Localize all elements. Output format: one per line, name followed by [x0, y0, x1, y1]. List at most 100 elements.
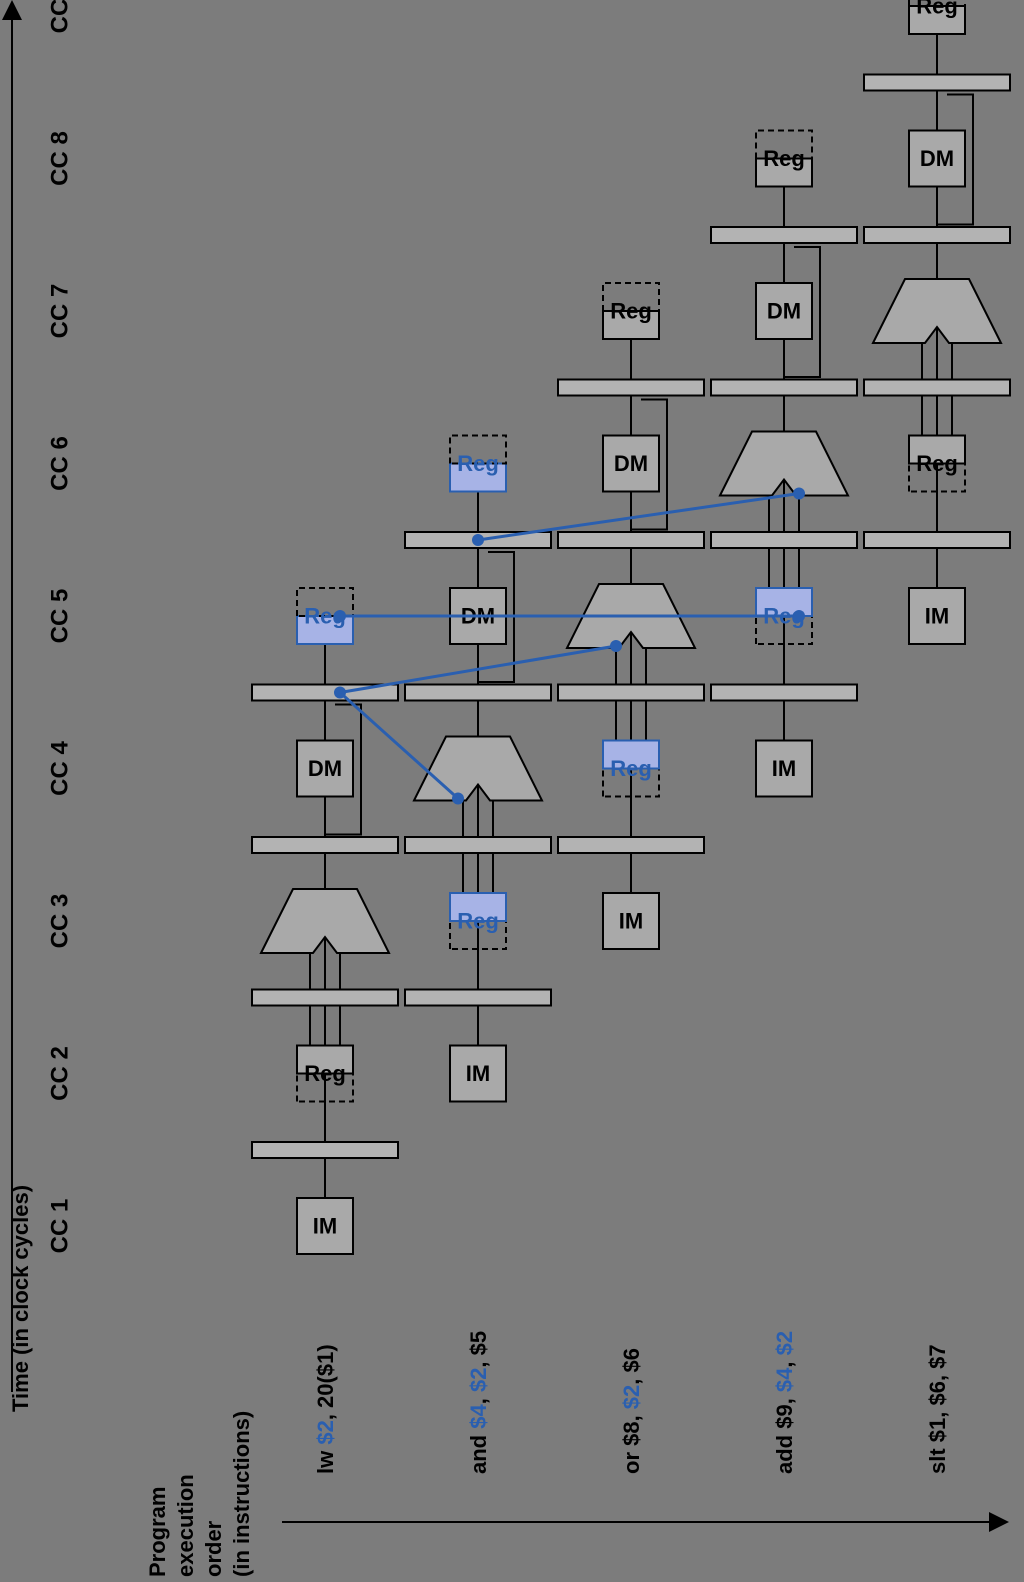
pipeline-register-1 — [251, 1141, 399, 1159]
register-highlight: $2 — [619, 1385, 644, 1409]
alu — [871, 278, 1003, 344]
cycle-labels: CC 1CC 2CC 3CC 4CC 5CC 6CC 7CC 8CC 9 — [47, 0, 74, 1253]
pipeline-register-3 — [404, 683, 552, 702]
forward-node — [793, 487, 805, 500]
register-file-read-label: Reg — [916, 451, 958, 476]
time-axis-label: Time (in clock cycles) — [8, 1185, 33, 1412]
data-memory-box — [296, 739, 354, 798]
cycle-label-6: CC 6 — [47, 436, 74, 491]
instruction-label-5: slt $1, $6, $7 — [925, 1344, 950, 1474]
pipeline-register-3 — [710, 378, 858, 397]
instruction-text: or $8, — [619, 1409, 644, 1474]
instruction-memory-box — [296, 1197, 354, 1255]
instruction-labels: lw $2, 20($1)and $4, $2, $5or $8, $2, $6… — [313, 1331, 950, 1474]
register-highlight: $2 — [313, 1420, 338, 1444]
register-file-write-idle-half — [908, 0, 966, 7]
instruction-label-2: and $4, $2, $5 — [466, 1331, 491, 1474]
cycle-label-1: CC 1 — [47, 1199, 74, 1254]
instruction-memory-label: IM — [619, 909, 643, 934]
register-file-read-read-half — [908, 434, 966, 465]
register-file-write-label: Reg — [763, 146, 805, 171]
instruction-memory-box — [449, 1044, 507, 1103]
register-file-read-read-half — [602, 739, 660, 770]
forward-and-to-add — [477, 492, 800, 542]
pipeline-register-1 — [404, 988, 552, 1007]
dm-bypass-wire — [937, 93, 974, 226]
register-file-write-label: Reg — [610, 299, 652, 324]
forward-node — [793, 610, 805, 622]
register-highlight: $4 — [772, 1367, 797, 1392]
cycle-label-5: CC 5 — [47, 589, 74, 644]
data-memory-box — [755, 282, 813, 340]
register-file-write-idle-half — [602, 282, 660, 312]
instruction-text: , $6 — [619, 1348, 644, 1385]
pipeline-register-1 — [863, 531, 1011, 549]
register-file-read-label: Reg — [304, 1061, 346, 1086]
pipeline-register-1 — [710, 683, 858, 702]
instruction-text: and — [466, 1429, 491, 1474]
pipeline-register-3 — [863, 226, 1011, 244]
register-file-write-idle-half — [755, 129, 813, 160]
cycle-label-4: CC 4 — [47, 741, 74, 796]
forward-lw-to-and — [338, 691, 460, 800]
pipeline-rows: IMRegDMRegIMRegDMRegIMRegDMRegIMRegDMReg… — [251, 0, 1011, 1255]
pipeline-register-4 — [863, 73, 1011, 92]
instruction-memory-box — [755, 739, 813, 798]
forward-node — [610, 640, 622, 652]
dm-bypass-wire — [631, 398, 668, 531]
register-file-read-label: Reg — [457, 909, 499, 934]
data-memory-box — [908, 129, 966, 188]
register-highlight: $4 — [466, 1404, 491, 1429]
forward-node — [334, 610, 346, 622]
instruction-memory-label: IM — [313, 1214, 337, 1239]
pipeline-register-1 — [557, 836, 705, 854]
instruction-label-1: lw $2, 20($1) — [313, 1344, 338, 1474]
instruction-memory-label: IM — [466, 1061, 490, 1086]
pipeline-register-4 — [710, 226, 858, 244]
data-memory-label: DM — [614, 451, 648, 476]
pipeline-register-4 — [557, 378, 705, 397]
program-order-label: Program execution order (in instructions… — [145, 1411, 254, 1577]
dm-bypass-wire — [325, 703, 362, 836]
instruction-label-3: or $8, $2, $6 — [619, 1348, 644, 1474]
pipeline-register-2 — [557, 683, 705, 702]
pipeline-register-2 — [710, 531, 858, 549]
alu — [718, 430, 850, 497]
instruction-text: lw — [313, 1445, 338, 1474]
forwarding-paths — [334, 487, 805, 805]
instruction-memory-box — [602, 892, 660, 950]
pipeline-register-2 — [404, 836, 552, 854]
register-file-write-idle-half — [296, 587, 354, 617]
pipeline-register-3 — [557, 531, 705, 549]
alu — [412, 735, 544, 802]
cycle-label-9: CC 9 — [47, 0, 74, 33]
forward-lw-to-or — [339, 644, 617, 694]
cycle-label-7: CC 7 — [47, 284, 74, 339]
instruction-text: , 20($1) — [313, 1344, 338, 1420]
data-memory-box — [602, 434, 660, 493]
register-file-read-read-half — [449, 892, 507, 922]
instruction-text: , — [466, 1392, 491, 1404]
data-memory-label: DM — [920, 146, 954, 171]
cycle-label-8: CC 8 — [47, 131, 74, 186]
instruction-text: add $9, — [772, 1392, 797, 1474]
register-file-read-label: Reg — [610, 756, 652, 781]
register-highlight: $2 — [466, 1368, 491, 1392]
register-file-write-idle-half — [449, 434, 507, 465]
instruction-label-4: add $9, $4, $2 — [772, 1331, 797, 1474]
cycle-label-2: CC 2 — [47, 1046, 74, 1101]
instruction-text: , $5 — [466, 1331, 491, 1368]
pipeline-register-2 — [251, 988, 399, 1007]
register-highlight: $2 — [772, 1331, 797, 1355]
data-memory-label: DM — [308, 756, 342, 781]
pipeline-register-3 — [251, 836, 399, 854]
instruction-memory-label: IM — [925, 604, 949, 629]
register-file-read-read-half — [296, 1044, 354, 1075]
